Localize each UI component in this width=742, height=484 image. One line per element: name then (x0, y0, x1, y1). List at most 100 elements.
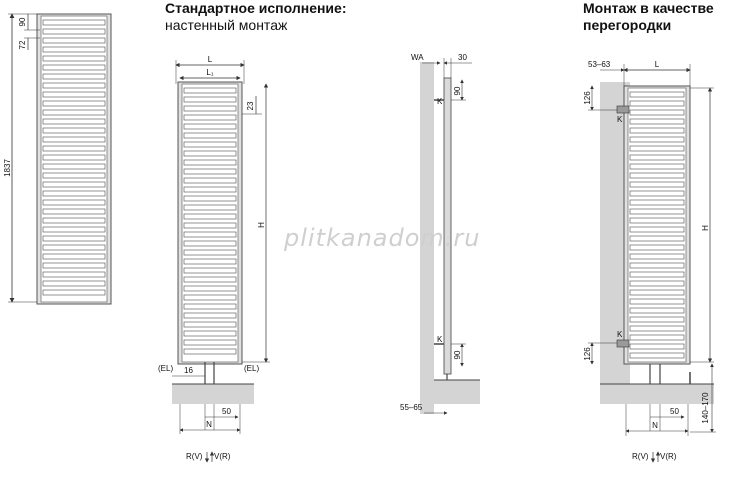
rung (42, 82, 106, 89)
rung (629, 298, 685, 305)
partition-H-label: H (701, 225, 710, 231)
rung (42, 172, 106, 179)
standard-connection-left: R(V) (186, 452, 203, 461)
rung (183, 105, 237, 112)
rung (183, 285, 237, 292)
rung (629, 163, 685, 170)
rung (183, 330, 237, 337)
rung (629, 235, 685, 242)
rung (42, 28, 106, 35)
side-30-label: 30 (458, 53, 467, 62)
rung (42, 217, 106, 224)
front-pitch-label: 72 (18, 40, 27, 49)
rung (42, 46, 106, 53)
partition-126-bottom-label: 126 (583, 347, 592, 361)
standard-H-label: H (257, 222, 266, 228)
rung (183, 267, 237, 274)
front-rungs (42, 19, 106, 296)
rung (629, 181, 685, 188)
partition-floor (630, 384, 714, 404)
side-WA-label: WA (411, 53, 424, 62)
rung (42, 253, 106, 260)
rung (183, 276, 237, 283)
rung (183, 186, 237, 193)
rung (629, 253, 685, 260)
rung (183, 123, 237, 130)
rung (42, 64, 106, 71)
rung (629, 280, 685, 287)
rung (629, 352, 685, 359)
rung (629, 136, 685, 143)
rung (629, 127, 685, 134)
standard-EL-right: (EL) (244, 364, 259, 373)
rung (629, 226, 685, 233)
rung (629, 289, 685, 296)
rung (183, 258, 237, 265)
rung (183, 159, 237, 166)
partition-50-label: 50 (670, 407, 679, 416)
side-K-top: K (437, 97, 443, 106)
rung (42, 244, 106, 251)
side-view: WA 30 90 K 90 K 55–65 (400, 53, 480, 415)
rung (629, 145, 685, 152)
rung (42, 280, 106, 287)
rung (183, 240, 237, 247)
rung (183, 231, 237, 238)
rung (629, 199, 685, 206)
rung (42, 289, 106, 296)
rung (42, 55, 106, 62)
rung (42, 181, 106, 188)
rung (42, 271, 106, 278)
partition-title-line2: перегородки (583, 17, 672, 33)
rung (42, 118, 106, 125)
side-K-bottom: K (437, 335, 443, 344)
rung (629, 190, 685, 197)
side-55-65-label: 55–65 (400, 403, 423, 412)
rung (183, 168, 237, 175)
standard-L-label: L (208, 55, 213, 64)
partition-heading: Монтаж в качестве перегородки (583, 0, 714, 34)
rung (183, 303, 237, 310)
standard-heading: Стандартное исполнение: настенный монтаж (165, 0, 347, 34)
rung (42, 109, 106, 116)
partition-53-63-label: 53–63 (588, 60, 611, 69)
rung (629, 262, 685, 269)
partition-N-label: N (652, 421, 658, 430)
rung (183, 204, 237, 211)
rung (42, 73, 106, 80)
standard-floor (172, 384, 254, 404)
standard-connection-right: V(R) (214, 452, 231, 461)
front-top-label: 90 (18, 17, 27, 26)
partition-K-bottom: K (617, 330, 623, 339)
rung (42, 127, 106, 134)
rung (629, 118, 685, 125)
rung (42, 226, 106, 233)
partition-connection-right: V(R) (660, 452, 677, 461)
rung (42, 136, 106, 143)
rung (183, 312, 237, 319)
partition-view: 53–63 L 126 K 126 K H 140–170 50 N (583, 60, 716, 463)
standard-N-label: N (206, 420, 212, 429)
rung (629, 208, 685, 215)
rung (42, 37, 106, 44)
rung (183, 213, 237, 220)
rung (183, 141, 237, 148)
standard-title: Стандартное исполнение: (165, 0, 347, 16)
standard-EL-left: (EL) (158, 364, 173, 373)
rung (629, 217, 685, 224)
standard-16-label: 16 (184, 366, 193, 375)
rung (42, 208, 106, 215)
rung (629, 100, 685, 107)
rung (42, 235, 106, 242)
watermark: plitkanadom.ru (283, 224, 481, 252)
standard-rungs (183, 87, 237, 355)
rung (42, 19, 106, 26)
rung (183, 294, 237, 301)
rung (183, 132, 237, 139)
partition-K-top: K (617, 115, 623, 124)
rung (629, 172, 685, 179)
rung (42, 100, 106, 107)
rung (183, 321, 237, 328)
rung (42, 199, 106, 206)
rung (183, 195, 237, 202)
